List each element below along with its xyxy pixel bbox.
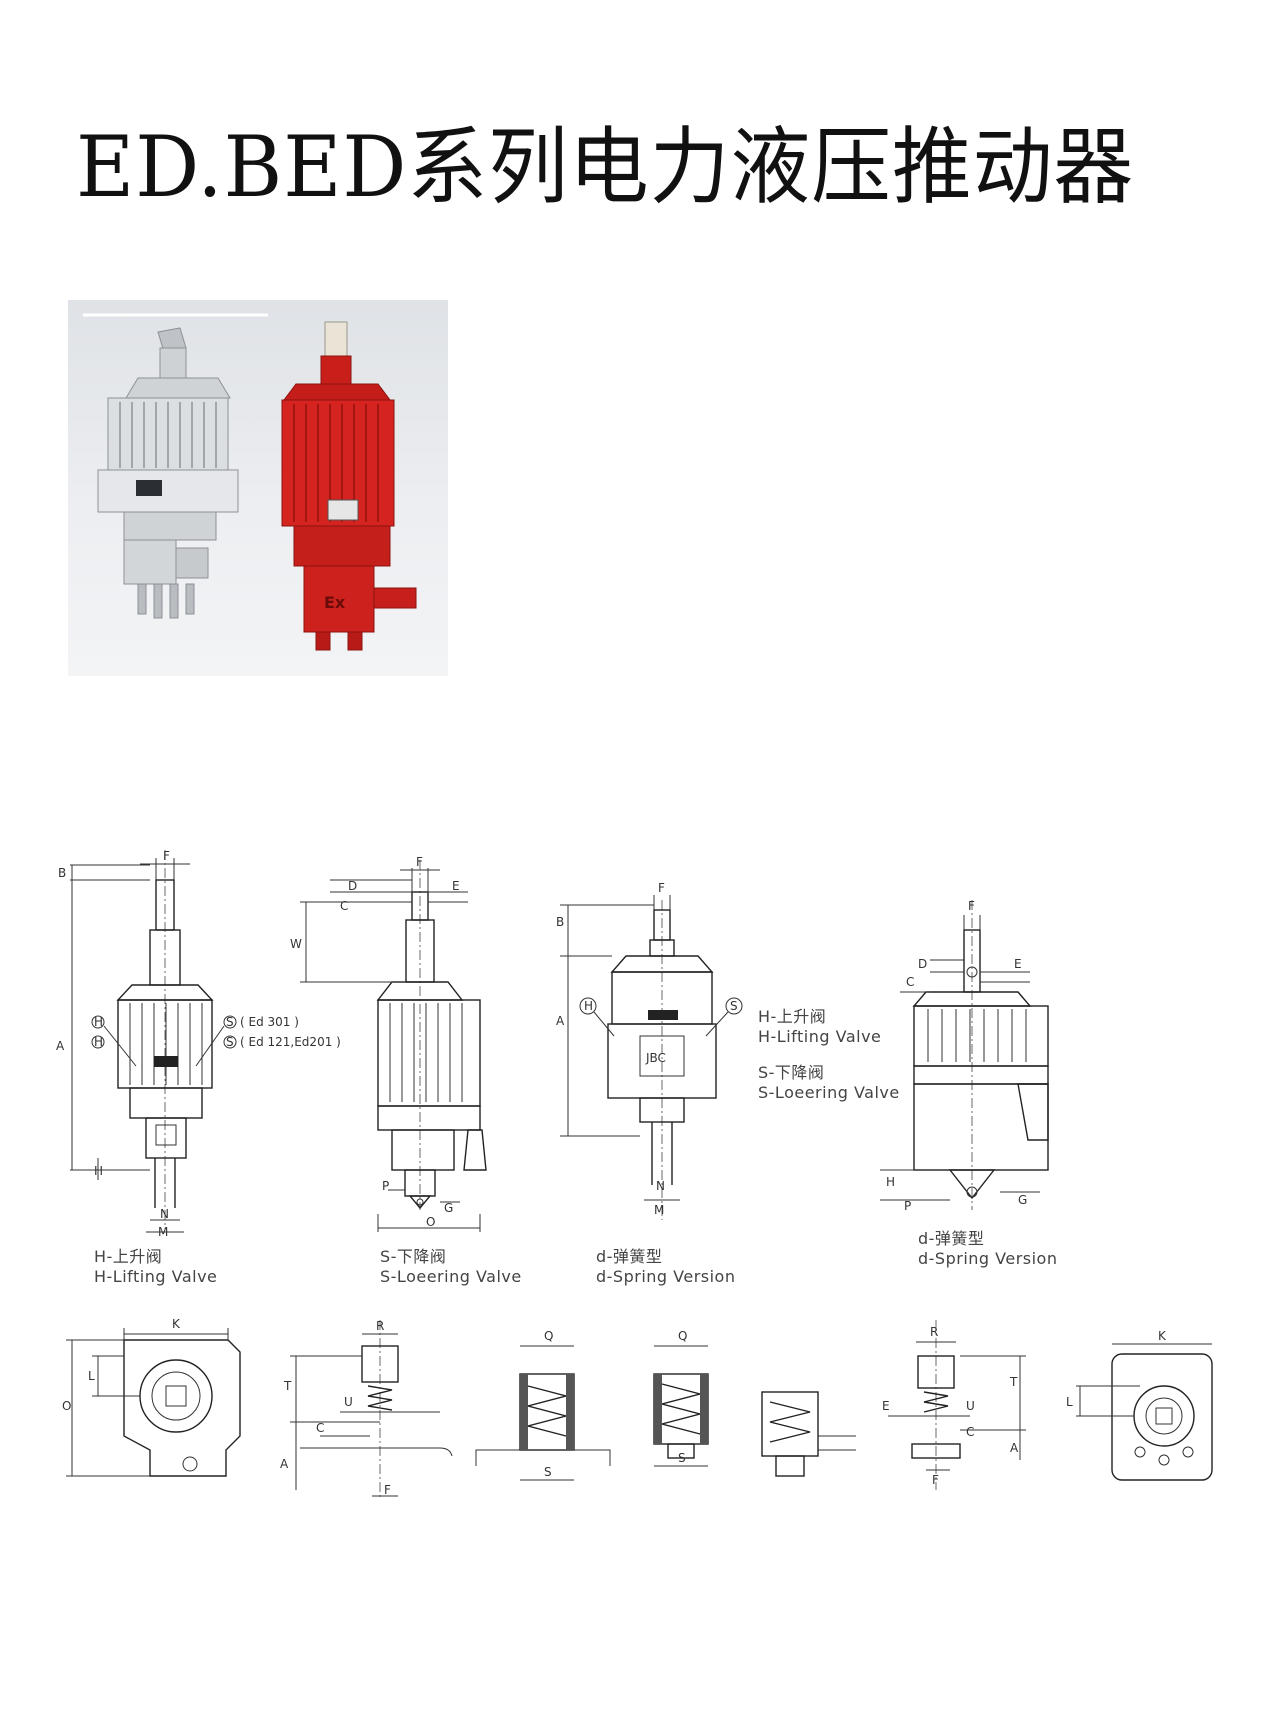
dim-T: T [283,1379,292,1393]
dim-P: P [382,1179,389,1193]
dim-W: W [290,937,302,951]
caption-d-en: d-Spring Version [596,1267,735,1286]
dim-S: S [678,1451,686,1465]
caption-s-cn: S-下降阀 [380,1247,446,1266]
jbc-badge: JBC [645,1051,666,1065]
page-title: ED.BED系列电力液压推动器 [76,118,1135,216]
dim-L: L [88,1369,95,1383]
dim-C: C [340,899,348,913]
dim-E: E [452,879,460,893]
dim-K: K [172,1317,181,1331]
dim-F: F [384,1483,391,1497]
note-ed121: ( Ed 121,Ed201 ) [240,1035,341,1049]
dim-A: A [556,1014,565,1028]
caption-d2-en: d-Spring Version [918,1249,1057,1268]
dim-Q: Q [678,1329,687,1343]
caption-d2-cn: d-弹簧型 [918,1229,984,1248]
spring-assembly-2: Q S [653,1329,709,1467]
caption-h-en: H-Lifting Valve [94,1267,217,1286]
valve-s-label: S [226,1015,234,1029]
dim-O: O [62,1399,71,1413]
dim-P: P [904,1199,911,1213]
dim-C: C [906,975,914,989]
dim-H: H [94,1164,103,1178]
valve-s-label-2: S [226,1035,234,1049]
spring-assembly-3 [761,1391,856,1477]
valve-h-label: H [584,999,593,1013]
technical-drawings: F B A H N M H H S S ( Ed 301 ) ( Ed 121,… [56,849,1213,1500]
drawing-3-spring-version: JBC F B A N M H S H-上升阀 H-Lifting Valve … [556,881,900,1286]
product-photo: Ex [68,300,448,676]
base-view-right: K L [1066,1329,1213,1481]
dim-T: T [1009,1375,1018,1389]
dim-U: U [966,1399,975,1413]
dim-U: U [344,1395,353,1409]
dim-H: H [886,1175,895,1189]
dim-E: E [1014,957,1022,971]
dim-E: E [882,1399,890,1413]
dim-F: F [968,899,975,913]
dim-M: M [158,1225,168,1239]
spring-assembly-1: Q S [475,1329,611,1481]
dim-C: C [966,1425,974,1439]
dim-A: A [280,1457,289,1471]
caption-h-cn: H-上升阀 [94,1247,162,1266]
dim-R: R [376,1319,384,1333]
drawing-2-lowering-valve: F D E C W P G O S-下降阀 S-Loeering Valve [290,855,522,1286]
dim-M: M [654,1203,664,1217]
red-thruster-image: Ex [281,321,417,651]
base-view-left: K L O [62,1317,241,1477]
dim-G: G [444,1201,453,1215]
dim-O: O [426,1215,435,1229]
dim-C: C [316,1421,324,1435]
legend-h-en: H-Lifting Valve [758,1027,881,1046]
dim-A: A [1010,1441,1019,1455]
legend-h-cn: H-上升阀 [758,1007,826,1026]
dim-D: D [348,879,357,893]
drawing-1-lifting-valve: F B A H N M H H S S ( Ed 301 ) ( Ed 121,… [56,849,341,1286]
caption-d-cn: d-弹簧型 [596,1247,662,1266]
dim-B: B [556,915,564,929]
valve-h-label: H [94,1015,103,1029]
dim-S: S [544,1465,552,1479]
silver-thruster-image [97,327,239,619]
dim-L: L [1066,1395,1073,1409]
note-ed301: ( Ed 301 ) [240,1015,299,1029]
ex-mark-text: Ex [324,593,346,612]
dim-K: K [1158,1329,1167,1343]
dim-F: F [932,1473,939,1487]
legend-s-en: S-Loeering Valve [758,1083,900,1102]
dim-A: A [56,1039,65,1053]
dim-F: F [163,849,170,863]
caption-s-en: S-Loeering Valve [380,1267,522,1286]
legend-s-cn: S-下降阀 [758,1063,824,1082]
valve-h-label-2: H [94,1035,103,1049]
drawing-4-spring-version: F D E C H P G d-弹簧型 d-Spring Version [880,899,1057,1268]
dim-Q: Q [544,1329,553,1343]
dim-G: G [1018,1193,1027,1207]
rod-end-left: R T U C A F [280,1319,453,1500]
dim-N: N [160,1207,169,1221]
dim-B: B [58,866,66,880]
dim-F: F [416,855,423,869]
dim-R: R [930,1325,938,1339]
dim-F: F [658,881,665,895]
dim-D: D [918,957,927,971]
dim-N: N [656,1179,665,1193]
valve-s-label: S [730,999,738,1013]
rod-end-right: R T U C E A F [882,1320,1026,1490]
